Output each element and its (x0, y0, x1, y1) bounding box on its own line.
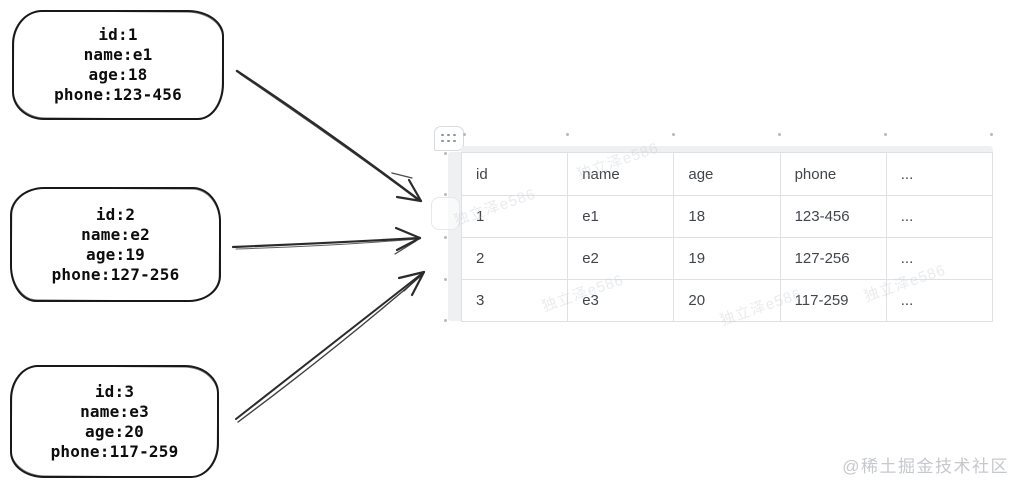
entity-box-2: id:2 name:e2 age:19 phone:127-256 (10, 187, 221, 302)
table-row: 3 e3 20 117-259 ... (460, 279, 994, 322)
community-credit: @稀土掘金技术社区 (842, 457, 1009, 476)
cell[interactable]: e3 (567, 279, 675, 322)
entity-line: phone:123-456 (54, 85, 182, 104)
col-header-id[interactable]: id (460, 152, 569, 196)
cell[interactable]: 123-456 (779, 195, 887, 238)
entity-line: age:18 (88, 65, 148, 84)
cell[interactable]: e2 (567, 237, 675, 280)
entity-line: name:e2 (81, 224, 150, 244)
row-boundary-dot[interactable] (444, 319, 447, 322)
col-header-name[interactable]: name (567, 152, 675, 196)
column-boundary-dot[interactable] (884, 133, 887, 136)
column-boundary-dot[interactable] (566, 133, 569, 136)
table-column-bar[interactable] (461, 146, 993, 156)
arrow-1-head (395, 195, 423, 203)
entity-box-1: id:1 name:e1 age:18 phone:123-456 (12, 10, 224, 120)
column-boundary-dot[interactable] (990, 133, 993, 136)
six-dot-grid-icon (441, 133, 457, 144)
cell[interactable]: 19 (673, 237, 781, 280)
arrow-3-shaft (235, 271, 425, 420)
table-row: 1 e1 18 123-456 ... (460, 195, 994, 238)
cell[interactable]: ... (885, 279, 994, 322)
entity-line: phone:127-256 (51, 264, 180, 284)
entity-line: age:19 (86, 244, 145, 264)
arrow-1-shaft (235, 69, 421, 202)
cell[interactable]: e1 (567, 195, 675, 238)
row-boundary-dot[interactable] (444, 278, 447, 281)
cell[interactable]: ... (885, 195, 994, 238)
entity-line: phone:117-259 (50, 441, 179, 461)
col-header-phone[interactable]: phone (779, 152, 887, 196)
entity-line: age:20 (85, 421, 144, 441)
cell[interactable]: 127-256 (779, 237, 887, 280)
cell[interactable]: 1 (460, 195, 569, 238)
row-boundary-dot[interactable] (444, 236, 447, 239)
arrow-3-head (410, 270, 426, 297)
arrow-2-shaft (231, 236, 422, 249)
table-drag-handle[interactable] (434, 126, 464, 151)
cell[interactable]: ... (885, 237, 994, 280)
column-boundary-dot[interactable] (672, 133, 675, 136)
table-header-row: id name age phone ... (460, 152, 994, 196)
database-table: id name age phone ... 1 e1 18 123-456 ..… (460, 152, 994, 322)
entity-line: id:2 (95, 204, 136, 224)
entity-line: id:3 (94, 381, 135, 401)
cell[interactable]: 2 (460, 237, 569, 280)
col-header-age[interactable]: age (673, 152, 781, 196)
cell[interactable]: 20 (673, 279, 781, 322)
cell[interactable]: 117-259 (779, 279, 887, 322)
table-row: 2 e2 19 127-256 ... (460, 237, 994, 280)
arrow-2-head (395, 236, 422, 252)
table-row-bar[interactable] (448, 152, 461, 321)
cell[interactable]: 18 (673, 195, 781, 238)
entity-box-3: id:3 name:e3 age:20 phone:117-259 (10, 365, 219, 478)
row-boundary-dot[interactable] (444, 193, 447, 196)
column-boundary-dot[interactable] (778, 133, 781, 136)
entity-line: name:e1 (83, 45, 153, 64)
col-header-more[interactable]: ... (885, 152, 994, 196)
row-hover-handle (431, 197, 460, 230)
row-boundary-dot[interactable] (444, 152, 447, 155)
entity-line: id:1 (98, 25, 138, 44)
entity-line: name:e3 (80, 401, 149, 421)
cell[interactable]: 3 (460, 279, 569, 322)
column-boundary-dot[interactable] (463, 133, 466, 136)
